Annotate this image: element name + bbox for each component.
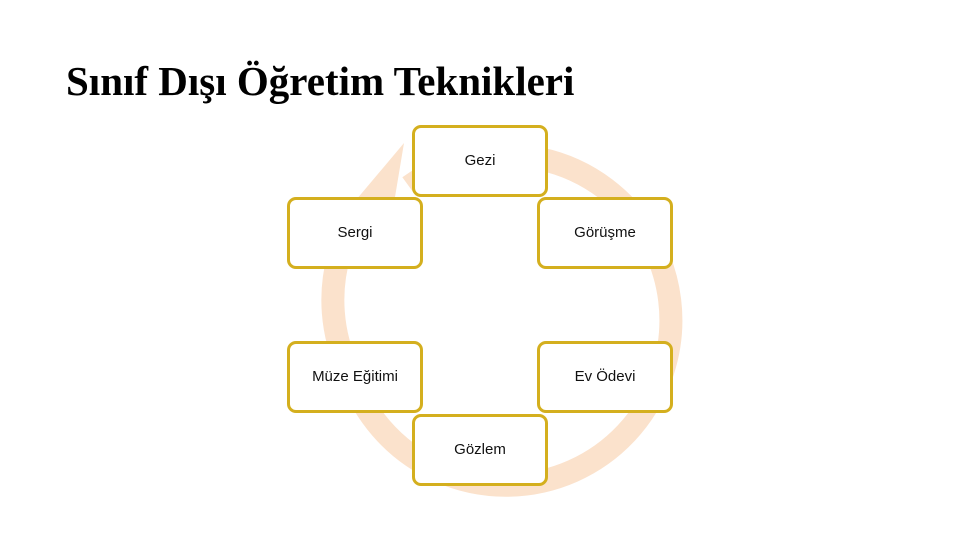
cycle-node-label: Ev Ödevi: [574, 368, 636, 385]
cycle-node-label: Müze Eğitimi: [312, 368, 398, 385]
cycle-node-gozlem[interactable]: Gözlem: [412, 414, 548, 486]
cycle-node-label: Görüşme: [574, 224, 636, 241]
cycle-node-gorusme[interactable]: Görüşme: [537, 197, 673, 269]
cycle-node-sergi[interactable]: Sergi: [287, 197, 423, 269]
cycle-node-label: Sergi: [337, 224, 373, 241]
cycle-node-ev-odevi[interactable]: Ev Ödevi: [537, 341, 673, 413]
cycle-node-gezi[interactable]: Gezi: [412, 125, 548, 197]
cycle-node-muze-egitimi[interactable]: Müze Eğitimi: [287, 341, 423, 413]
page-title: Sınıf Dışı Öğretim Teknikleri: [66, 58, 575, 104]
cycle-diagram: Gezi Görüşme Ev Ödevi Gözlem Müze Eğitim…: [0, 100, 960, 520]
cycle-node-label: Gözlem: [454, 441, 506, 458]
cycle-node-label: Gezi: [464, 152, 496, 169]
